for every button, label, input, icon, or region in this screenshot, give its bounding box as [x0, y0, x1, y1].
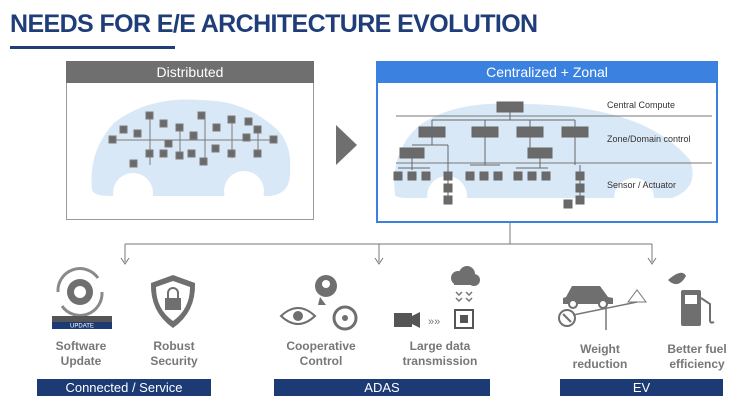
layer-label-sensor: Sensor / Actuator: [607, 180, 677, 190]
wheel-right-rear: [614, 178, 654, 218]
layer-label-zone: Zone/Domain control: [607, 134, 691, 144]
fuel-pump-leaf-icon: [668, 272, 715, 326]
page-title: NEEDS FOR E/E ARCHITECTURE EVOLUTION: [10, 10, 538, 38]
zonal-network: [393, 101, 589, 209]
gear-update-icon: [52, 267, 112, 329]
eye-brain-wheel-icon: [279, 275, 358, 331]
group-label-connected: Connected / Service: [37, 379, 211, 396]
update-badge: UPDATE: [70, 324, 94, 330]
title-underline: [10, 46, 175, 49]
outcome-tree: [120, 223, 657, 265]
group-label-ev: EV: [560, 379, 723, 396]
wheel-left-rear: [224, 171, 264, 211]
distributed-header: Distributed: [66, 61, 314, 83]
distributed-network: [108, 111, 278, 168]
centralized-header: Centralized + Zonal: [376, 61, 718, 83]
group-label-adas: ADAS: [274, 379, 490, 396]
svg-text:»»: »»: [428, 316, 440, 328]
camera-chip-cloud-icon: »»: [394, 266, 480, 329]
layer-label-central: Central Compute: [607, 100, 676, 110]
shield-lock-icon: [150, 275, 196, 328]
arrow-right-icon: [336, 125, 357, 165]
wheel-left-front: [113, 173, 153, 213]
car-scale-icon: [558, 286, 647, 330]
